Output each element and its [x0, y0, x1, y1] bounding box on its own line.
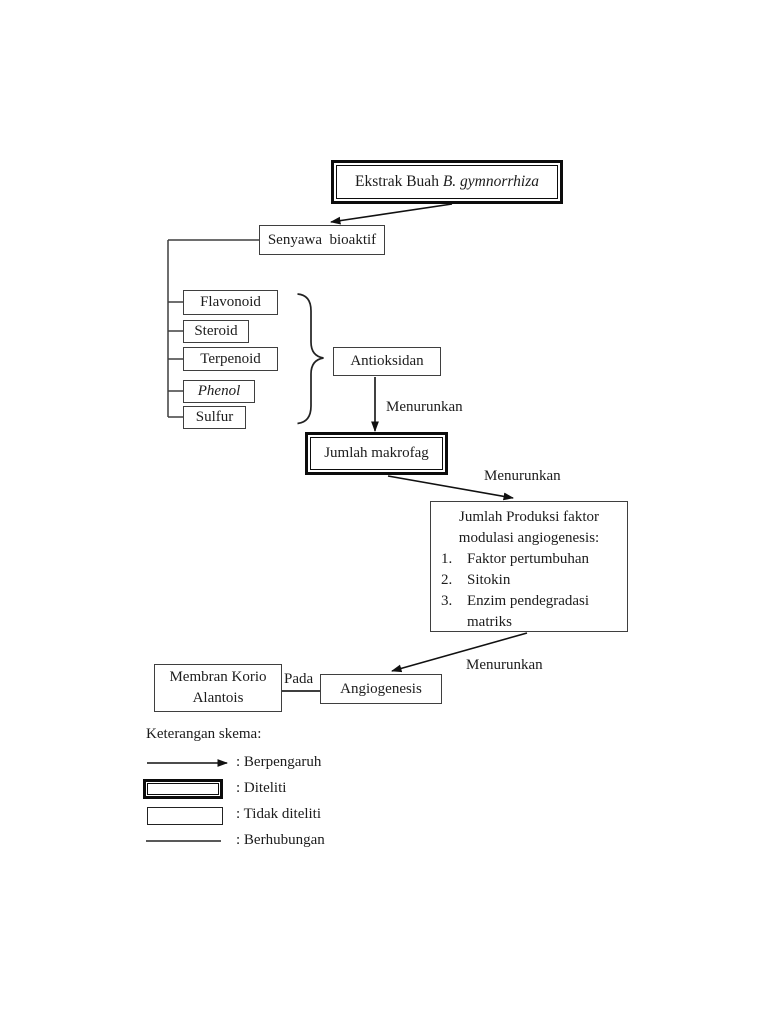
produksi-item-3: 3.Enzim pendegradasi matriks — [441, 593, 590, 630]
arrow-ekstrak-to-senyawa — [330, 203, 453, 225]
node-produksi-faktor: Jumlah Produksi faktor modulasi angiogen… — [430, 501, 628, 632]
node-flavonoid: Flavonoid — [183, 290, 278, 315]
edge-label-menurunkan-2: Menurunkan — [484, 468, 561, 484]
node-membran-korio-alantois: Membran Korio Alantois — [154, 664, 282, 712]
legend-symbol-tidak-diteliti — [147, 807, 223, 825]
membran-line1: Membran Korio — [169, 669, 267, 685]
legend-symbol-diteliti — [143, 779, 223, 799]
legend-title: Keterangan skema: — [146, 726, 262, 742]
node-angiogenesis: Angiogenesis — [320, 674, 442, 704]
legend-label-berpengaruh: : Berpengaruh — [236, 754, 322, 770]
node-phenol: Phenol — [183, 380, 255, 403]
node-steroid: Steroid — [183, 320, 249, 343]
node-ekstrak-buah: Ekstrak Buah B. gymnorrhiza — [331, 160, 563, 204]
legend-label-tidak-diteliti: : Tidak diteliti — [236, 806, 322, 822]
node-terpenoid: Terpenoid — [183, 347, 278, 371]
node-sulfur: Sulfur — [183, 406, 246, 429]
membran-line2: Alantois — [192, 690, 244, 706]
edge-label-pada: Pada — [284, 671, 314, 687]
legend-label-berhubungan: : Berhubungan — [236, 832, 325, 848]
node-antioksidan: Antioksidan — [333, 347, 441, 376]
produksi-item-2: 2.Sitokin — [441, 572, 511, 588]
edge-label-menurunkan-1: Menurunkan — [386, 399, 463, 415]
curly-brace — [297, 293, 324, 425]
node-senyawa-bioaktif: Senyawa bioaktif — [259, 225, 385, 255]
ekstrak-label: Ekstrak Buah B. gymnorrhiza — [355, 173, 539, 190]
produksi-title-line2: modulasi angiogenesis: — [458, 530, 600, 546]
node-jumlah-makrofag: Jumlah makrofag — [305, 432, 448, 475]
edge-label-menurunkan-3: Menurunkan — [466, 657, 543, 673]
produksi-title-line1: Jumlah Produksi faktor — [459, 509, 599, 525]
produksi-item-1: 1.Faktor pertumbuhan — [441, 551, 590, 567]
legend-label-diteliti: : Diteliti — [236, 780, 287, 796]
